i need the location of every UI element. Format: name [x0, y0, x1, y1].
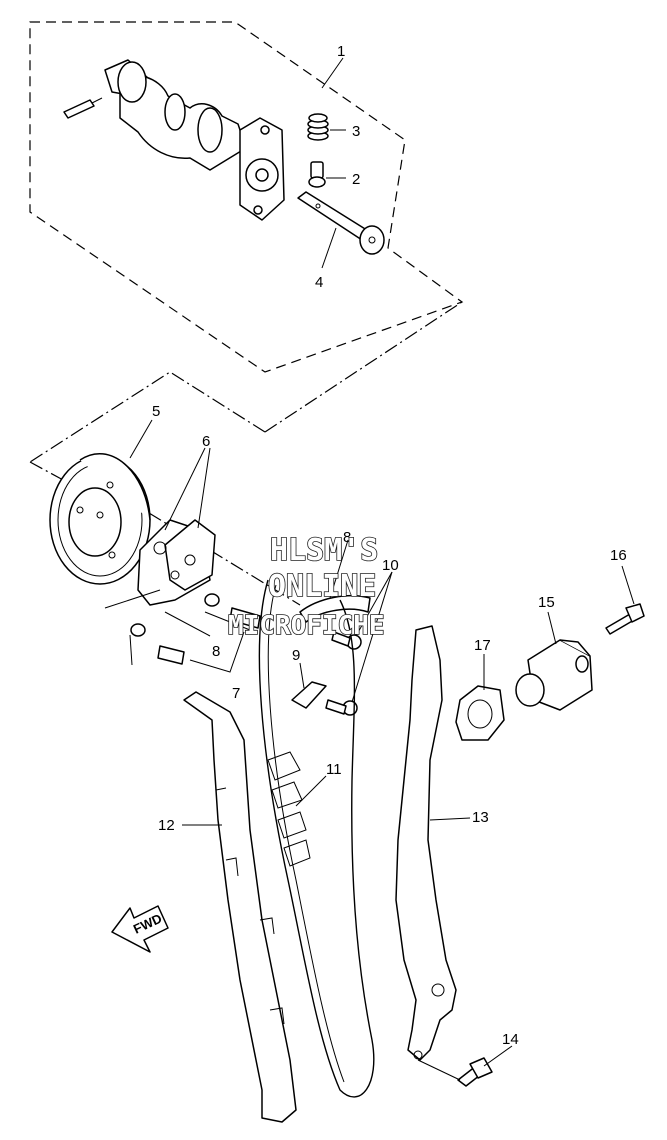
callout-10: 10: [382, 557, 399, 574]
callout-8: 8: [212, 643, 220, 660]
cam-sprocket: [49, 453, 151, 585]
chain-guide-left: [183, 691, 297, 1123]
callout-9: 9: [292, 647, 300, 664]
callout-11: 11: [326, 761, 342, 778]
callout-2: 2: [352, 171, 360, 188]
callout-15: 15: [538, 594, 555, 611]
bolts-7: [157, 607, 261, 665]
callout-1: 1: [337, 43, 345, 60]
camshaft: [104, 59, 285, 221]
callouts: 1 2 3 4 5 6 7 8 8 9 10 11 12 13 14 15 16…: [152, 43, 627, 1048]
callout-17: 17: [474, 637, 491, 654]
callout-6: 6: [202, 433, 210, 450]
bracket-lines: [104, 589, 251, 673]
callout-3: 3: [352, 123, 360, 140]
gasket: [455, 685, 505, 741]
small-springs: [130, 593, 220, 637]
chain-tensioner: [515, 639, 593, 711]
callout-4: 4: [315, 274, 323, 291]
watermark-line-1: HLSM'S: [270, 533, 378, 568]
chain-guide-stopper: [299, 594, 371, 650]
forward-arrow-icon: FWD: [111, 905, 169, 953]
bracket-9: [291, 681, 358, 716]
decompressor-plates: [137, 519, 216, 606]
chain-guide-right: [395, 625, 457, 1061]
pin: [308, 161, 326, 188]
timing-chain: [258, 579, 375, 1098]
callout-12: 12: [158, 817, 175, 834]
callout-14: 14: [502, 1031, 519, 1048]
bolt-14: [417, 1057, 493, 1087]
bolt-16: [605, 603, 645, 635]
leader-lines: [129, 57, 635, 1067]
callout-8b: 8: [343, 529, 351, 546]
spring: [307, 113, 329, 141]
callout-13: 13: [472, 809, 489, 826]
camshaft-assembly-box: [29, 21, 464, 373]
callout-16: 16: [610, 547, 627, 564]
watermark-line-3: MICROFICHE: [228, 611, 385, 641]
watermark-line-2: ONLINE: [268, 569, 376, 604]
dowel-pin: [63, 97, 103, 119]
decompressor-shaft: [297, 191, 385, 255]
callout-5: 5: [152, 403, 160, 420]
watermark: HLSM'S ONLINE MICROFICHE: [227, 532, 385, 642]
callout-7: 7: [232, 685, 240, 702]
